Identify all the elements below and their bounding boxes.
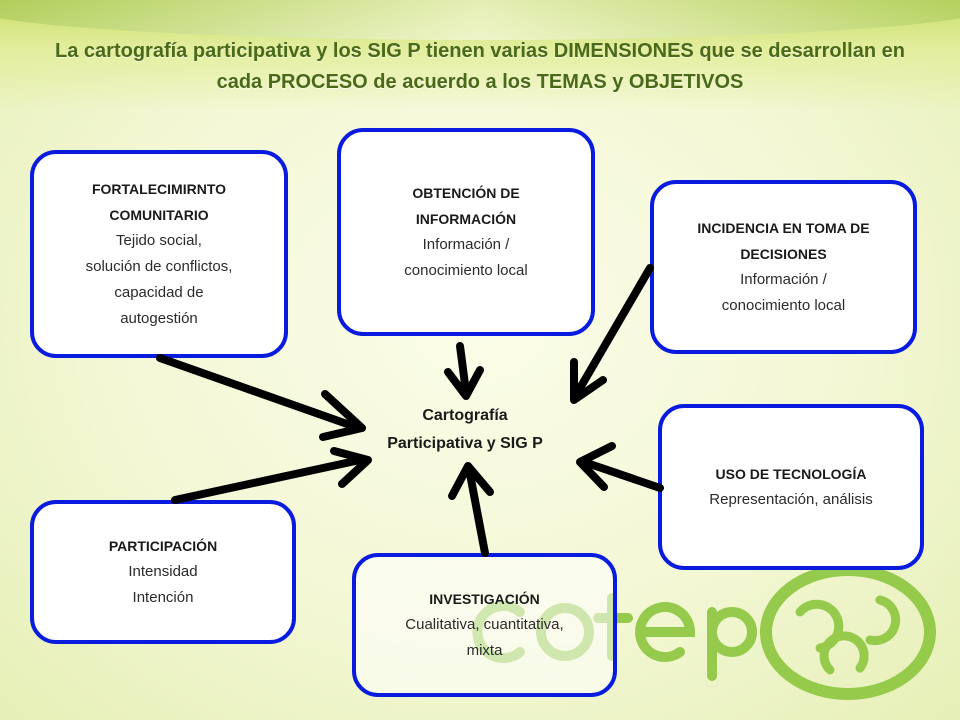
box-text: autogestión — [120, 310, 198, 327]
box-obtencion-informacion: OBTENCIÓN DE INFORMACIÓN Información / c… — [337, 128, 595, 336]
box-text: Cualitativa, cuantitativa, — [405, 616, 564, 633]
center-label-line2: Participativa y SIG P — [387, 435, 543, 452]
box-text: Información / — [422, 236, 510, 253]
arrow-incidencia-head — [570, 358, 607, 404]
arrow-participacion-head — [330, 447, 372, 488]
box-text: conocimiento local — [721, 297, 846, 314]
arrow-fortalecimiento-head — [319, 390, 366, 441]
box-text: Tejido social, — [116, 232, 202, 249]
center-label: Cartografía Participativa y SIG P — [355, 402, 575, 458]
box-text: Intención — [132, 589, 194, 606]
box-title: PARTICIPACIÓN — [108, 538, 218, 554]
arrow-incidencia — [572, 264, 654, 399]
box-participacion: PARTICIPACIÓN Intensidad Intención — [30, 500, 296, 644]
arrow-tecnologia-head — [576, 442, 616, 491]
box-title: FORTALECIMIRNTO — [91, 181, 227, 197]
arrow-investigacion — [466, 470, 489, 557]
box-title: OBTENCIÓN DE — [412, 185, 520, 201]
arrow-fortalecimiento — [156, 354, 354, 429]
box-uso-tecnologia: USO DE TECNOLOGÍA Representación, anális… — [658, 404, 924, 570]
box-text: Intensidad — [128, 563, 198, 580]
slide-title: La cartografía participativa y los SIG P… — [55, 40, 905, 93]
arrow-obtencion — [456, 342, 470, 396]
center-label-line1: Cartografía — [422, 407, 508, 424]
box-title: COMUNITARIO — [109, 207, 209, 223]
box-text: mixta — [466, 642, 503, 659]
box-title: INCIDENCIA EN TOMA DE — [697, 220, 870, 236]
box-incidencia-decisiones: INCIDENCIA EN TOMA DE DECISIONES Informa… — [650, 180, 917, 354]
box-title: INFORMACIÓN — [415, 211, 517, 227]
box-title: INVESTIGACIÓN — [429, 591, 540, 607]
box-text: Representación, análisis — [709, 491, 873, 508]
box-title: DECISIONES — [740, 246, 827, 262]
box-title: USO DE TECNOLOGÍA — [715, 466, 867, 482]
box-text: Información / — [740, 271, 827, 288]
arrow-obtencion-head — [444, 366, 484, 400]
arrow-investigacion-head — [448, 462, 494, 500]
box-text: capacidad de — [114, 284, 204, 301]
box-text: solución de conflictos, — [85, 258, 233, 275]
arrow-tecnologia — [580, 458, 664, 492]
box-text: conocimiento local — [404, 262, 528, 279]
arrow-participacion — [171, 456, 364, 504]
box-fortalecimiento-comunitario: FORTALECIMIRNTO COMUNITARIO Tejido socia… — [30, 150, 288, 358]
